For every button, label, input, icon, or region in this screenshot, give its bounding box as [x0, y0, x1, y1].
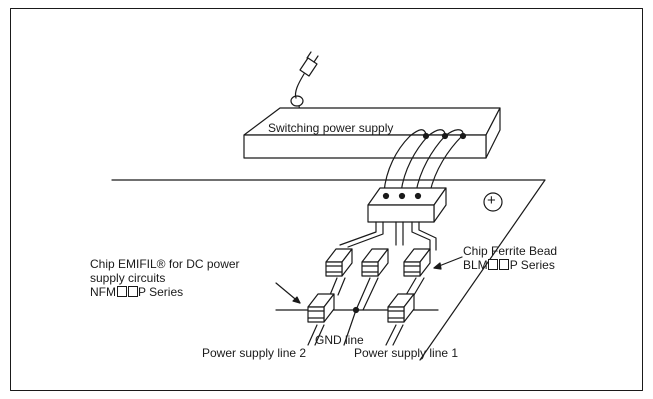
- pcb-traces: [275, 221, 439, 346]
- chip-emifil-1: [307, 293, 335, 323]
- blm-series-label: BLM P Series: [463, 258, 557, 272]
- switching-power-supply-box: [243, 107, 501, 159]
- placeholder-box-icon: [127, 286, 138, 297]
- nfm-prefix: NFM: [90, 285, 116, 299]
- chip-ferrite-bead-2: [361, 248, 389, 277]
- chip-ferrite-bead-label-line1: Chip Ferrite Bead: [463, 244, 558, 258]
- power-supply-line-2-label: Power supply line 2: [202, 346, 307, 360]
- blm-prefix: BLM: [463, 258, 488, 272]
- chip-ferrite-bead-3: [403, 248, 431, 277]
- chip-emifil-label-line1: Chip EMIFIL® for DC power: [90, 257, 240, 271]
- blm-suffix: P Series: [509, 258, 555, 272]
- placeholder-box-icon: [499, 259, 510, 270]
- chip-emifil-label-line2: supply circuits: [90, 271, 166, 285]
- callout-arrows: [275, 256, 463, 304]
- gnd-line-label: GND line: [315, 333, 364, 347]
- chip-emifil-2: [387, 293, 415, 323]
- chip-ferrite-bead-label: Chip Ferrite Bead BLM P Series: [463, 244, 557, 272]
- placeholder-box-icon: [488, 259, 499, 270]
- chip-emifil-label: Chip EMIFIL® for DC power supply circuit…: [90, 257, 240, 299]
- chip-ferrite-bead-1: [325, 248, 353, 277]
- placeholder-box-icon: [116, 286, 127, 297]
- outer-frame: [10, 8, 643, 391]
- power-supply-line-1-label: Power supply line 1: [354, 346, 459, 360]
- ground-symbol-icon: [483, 192, 503, 212]
- switching-power-supply-label: Switching power supply: [268, 121, 394, 135]
- terminal-block: [367, 187, 447, 223]
- nfm-series-label: NFM P Series: [90, 285, 240, 299]
- power-cables: [383, 129, 467, 193]
- nfm-suffix: P Series: [138, 285, 184, 299]
- circuit-board: [111, 179, 546, 361]
- ground-symbol-label: +: [487, 192, 496, 209]
